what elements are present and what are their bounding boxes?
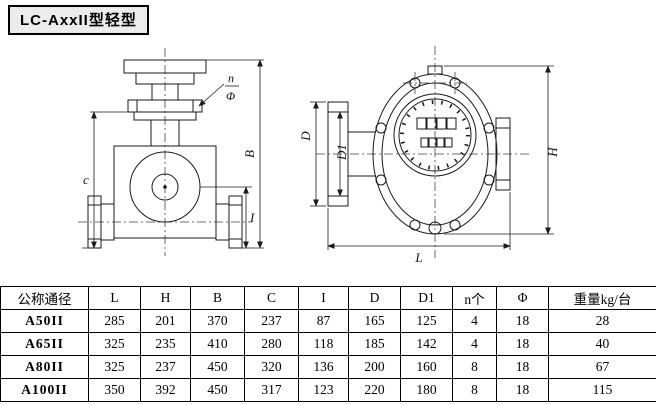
spec-cell: 220 bbox=[348, 378, 401, 402]
spec-cell: 40 bbox=[548, 332, 656, 356]
spec-cell-model: A100II bbox=[0, 378, 89, 402]
spec-cell: 4 bbox=[452, 309, 497, 333]
dim-label-l: L bbox=[414, 250, 422, 265]
table-row: A80II 325 237 450 320 136 200 160 8 18 6… bbox=[0, 355, 656, 379]
spec-cell: 160 bbox=[400, 355, 453, 379]
dim-label-b: B bbox=[242, 150, 257, 158]
spec-cell: 18 bbox=[496, 378, 549, 402]
spec-cell: 201 bbox=[140, 309, 191, 333]
spec-cell: 165 bbox=[348, 309, 401, 333]
col-header-n: n个 bbox=[452, 286, 497, 310]
spec-cell: 136 bbox=[298, 355, 349, 379]
spec-cell: 8 bbox=[452, 355, 497, 379]
bolt-count-label: n bbox=[228, 71, 234, 85]
spec-cell: 87 bbox=[298, 309, 349, 333]
spec-cell: 370 bbox=[190, 309, 245, 333]
spec-cell: 350 bbox=[88, 378, 141, 402]
technical-drawing: c B I n Φ bbox=[0, 32, 656, 284]
col-header-dn: 公称通径 bbox=[0, 286, 89, 310]
spec-cell: 18 bbox=[496, 355, 549, 379]
spec-cell: 280 bbox=[244, 332, 299, 356]
spec-cell: 237 bbox=[140, 355, 191, 379]
spec-cell: 18 bbox=[496, 309, 549, 333]
dim-label-d1: D1 bbox=[334, 144, 349, 161]
spec-cell: 450 bbox=[190, 378, 245, 402]
spec-cell: 392 bbox=[140, 378, 191, 402]
col-header-h: H bbox=[140, 286, 191, 310]
spec-cell: 325 bbox=[88, 332, 141, 356]
table-row: A100II 350 392 450 317 123 220 180 8 18 … bbox=[0, 378, 656, 402]
col-header-b: B bbox=[190, 286, 245, 310]
dim-label-d: D bbox=[298, 131, 313, 142]
dim-label-i: I bbox=[249, 210, 255, 225]
spec-cell: 180 bbox=[400, 378, 453, 402]
spec-cell-model: A50II bbox=[0, 309, 89, 333]
col-header-phi: Φ bbox=[496, 286, 549, 310]
spec-cell: 450 bbox=[190, 355, 245, 379]
drain-plug bbox=[428, 221, 442, 235]
table-row: A50II 285 201 370 237 87 165 125 4 18 28 bbox=[0, 309, 656, 333]
front-view: c B I n Φ bbox=[78, 48, 264, 256]
col-header-i: I bbox=[298, 286, 349, 310]
spec-cell: 410 bbox=[190, 332, 245, 356]
dial-face bbox=[393, 93, 477, 177]
flowmeter-drawing-svg: c B I n Φ bbox=[78, 46, 560, 265]
table-row: A65II 325 235 410 280 118 185 142 4 18 4… bbox=[0, 332, 656, 356]
spec-table: 公称通径 L H B C I D D1 n个 Φ 重量kg/台 A50II 28… bbox=[0, 286, 656, 402]
spec-cell: 285 bbox=[88, 309, 141, 333]
spec-cell-model: A65II bbox=[0, 332, 89, 356]
col-header-c: C bbox=[244, 286, 299, 310]
side-view: D D1 H L bbox=[298, 46, 560, 265]
spec-cell: 317 bbox=[244, 378, 299, 402]
table-header-row: 公称通径 L H B C I D D1 n个 Φ 重量kg/台 bbox=[0, 286, 656, 310]
spec-cell: 123 bbox=[298, 378, 349, 402]
col-header-d1: D1 bbox=[400, 286, 453, 310]
spec-cell: 115 bbox=[548, 378, 656, 402]
spec-cell: 125 bbox=[400, 309, 453, 333]
col-header-weight: 重量kg/台 bbox=[548, 286, 656, 310]
spec-cell: 235 bbox=[140, 332, 191, 356]
col-header-l: L bbox=[88, 286, 141, 310]
col-header-d: D bbox=[348, 286, 401, 310]
spec-cell: 325 bbox=[88, 355, 141, 379]
spec-cell: 18 bbox=[496, 332, 549, 356]
spec-cell: 4 bbox=[452, 332, 497, 356]
spec-cell: 67 bbox=[548, 355, 656, 379]
spec-cell: 28 bbox=[548, 309, 656, 333]
spec-cell: 320 bbox=[244, 355, 299, 379]
spec-cell: 237 bbox=[244, 309, 299, 333]
page-title: LC-AxxII型轻型 bbox=[8, 5, 149, 35]
spec-cell: 185 bbox=[348, 332, 401, 356]
spec-cell: 142 bbox=[400, 332, 453, 356]
spec-cell: 200 bbox=[348, 355, 401, 379]
bolt-diameter-label: Φ bbox=[226, 89, 235, 103]
dim-label-c: c bbox=[83, 172, 89, 187]
spec-cell: 118 bbox=[298, 332, 349, 356]
spec-cell: 8 bbox=[452, 378, 497, 402]
dim-label-h: H bbox=[545, 147, 560, 158]
spec-cell-model: A80II bbox=[0, 355, 89, 379]
